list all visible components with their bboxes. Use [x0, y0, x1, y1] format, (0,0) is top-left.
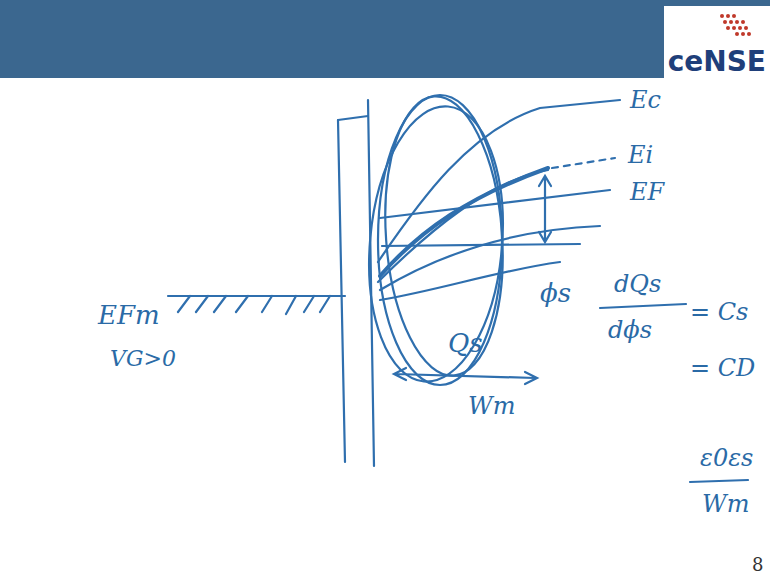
- lower-curve: [380, 262, 560, 300]
- intrinsic-level-dashed: [552, 158, 615, 168]
- voltage-label: VG>0: [110, 348, 176, 370]
- metal-label: EFm: [98, 302, 160, 328]
- logo-text: ceNSE: [668, 48, 766, 76]
- formula-text: = CD: [690, 356, 755, 380]
- formula-text: Wm: [702, 492, 749, 516]
- depletion-oval: [358, 101, 514, 387]
- oxide-left-wall: [338, 120, 345, 462]
- depletion-oval: [376, 92, 511, 379]
- formula-text: = Cs: [690, 300, 748, 324]
- formula-text: dϕs: [608, 318, 652, 342]
- fraction-line: [600, 304, 686, 308]
- header-bar: [0, 0, 770, 78]
- band-label: EF: [630, 180, 664, 204]
- page-number: 8: [752, 556, 763, 574]
- width-label: Wm: [468, 394, 515, 418]
- band-label: Ei: [628, 143, 653, 167]
- formula-text: ε0εs: [700, 446, 753, 470]
- band-label: Ec: [630, 88, 661, 112]
- logo-panel: [664, 6, 770, 82]
- intrinsic-level: [378, 170, 548, 282]
- logo-dots: [720, 14, 751, 36]
- charge-label: Qs: [448, 330, 483, 356]
- fraction-line: [690, 480, 748, 482]
- fermi-level: [380, 190, 610, 218]
- formula-text: dQs: [614, 272, 661, 296]
- potential-label: ϕs: [540, 280, 571, 306]
- width-arrow: [394, 368, 537, 384]
- intrinsic-level-bold: [380, 168, 548, 276]
- phi-arrow: [539, 176, 551, 242]
- metal-hatching: [178, 296, 330, 314]
- oxide-top: [338, 116, 368, 120]
- metal-fermi-line: [168, 295, 345, 297]
